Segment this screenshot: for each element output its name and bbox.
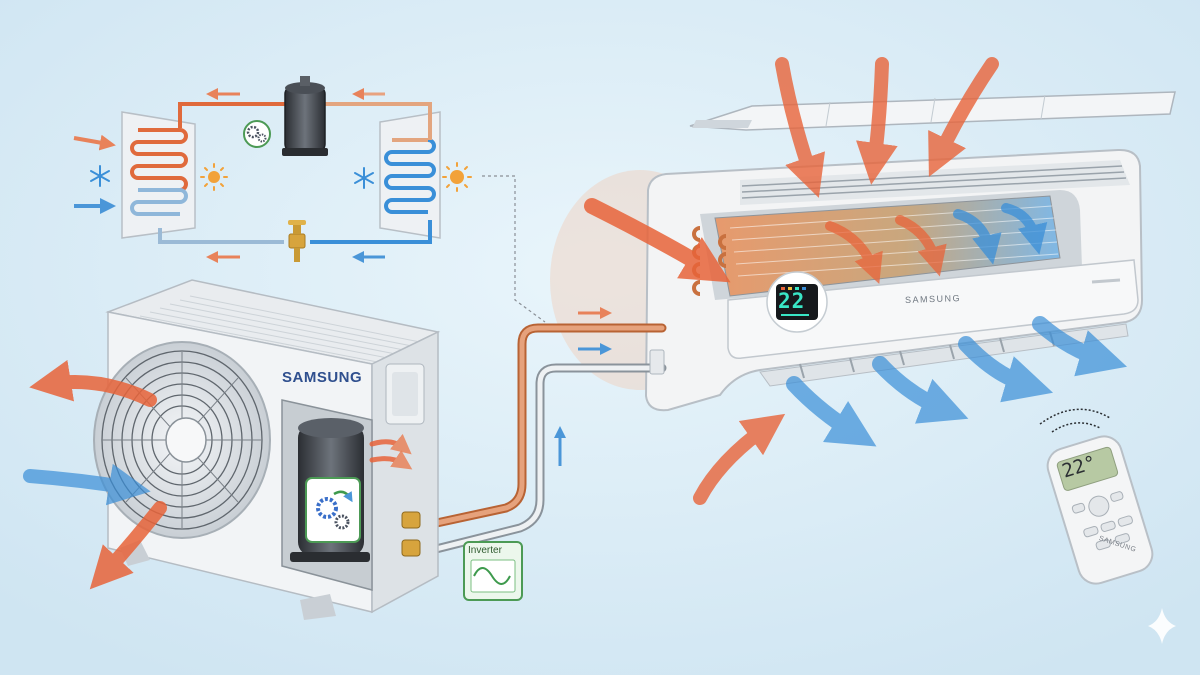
expansion-valve-icon (288, 220, 306, 262)
sun-icon (442, 162, 472, 192)
snowflake-icon (354, 167, 374, 189)
gear-icon (316, 497, 350, 530)
compressor-icon (282, 76, 328, 156)
inverter-label: Inverter (468, 545, 502, 556)
temperature-display (766, 271, 828, 333)
outdoor-compressor (290, 418, 370, 562)
indoor-unit-brand: SAMSUNG (904, 293, 962, 305)
snowflake-icon (90, 165, 110, 187)
leader-line (482, 175, 546, 323)
service-valves (401, 511, 421, 557)
sun-icon (200, 163, 228, 191)
fan-grille (93, 341, 271, 539)
refrigeration-cycle-diagram (73, 76, 472, 263)
outdoor-unit-brand: SAMSUNG (282, 369, 363, 386)
sparkle-icon (1148, 608, 1176, 644)
remote-control (1039, 408, 1154, 585)
wireless-signal-icon (1039, 408, 1111, 433)
refrigerant-pipes (427, 307, 667, 555)
gear-icon (243, 120, 271, 148)
indoor-temperature-readout: 22 (778, 289, 806, 313)
airflow-arrows (23, 57, 1128, 590)
inverter-module (463, 541, 523, 601)
air-filter (689, 91, 1176, 131)
